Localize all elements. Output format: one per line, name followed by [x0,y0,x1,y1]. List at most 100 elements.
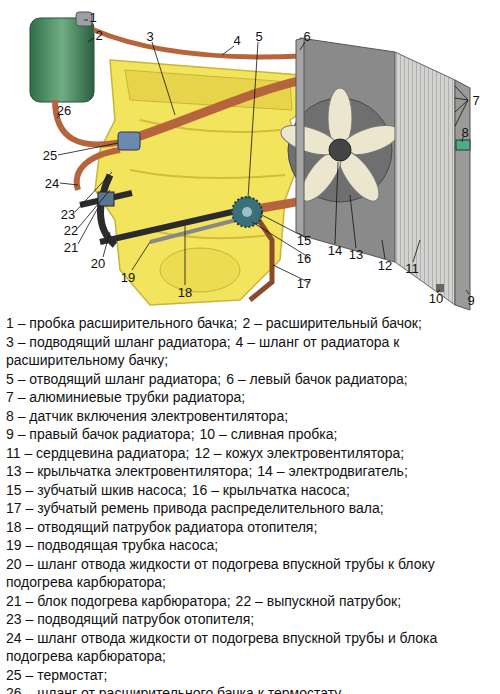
key-entry: 13 – крыльчатка электровентилятора; [6,463,252,479]
key-entry: 18 – отводящий патрубок радиатора отопит… [6,519,317,535]
callout-number: 7 [472,94,479,107]
callout-number: 9 [467,294,474,307]
leader-lines [57,20,469,294]
callout-number: 15 [297,234,311,247]
leader-line [382,240,385,259]
key-entry: 5 – отводящий шланг радиатора; [6,371,221,387]
callout-number: 4 [233,34,240,47]
hose [94,30,302,57]
key-row: 17 – зубчатый ремень привода распределит… [6,499,496,518]
leader-line [248,42,258,198]
key-entry: 24 – шланг отвода жидкости от подогрева … [6,630,437,665]
engine-detail [160,248,240,292]
key-row: 20 – шланг отвода жидкости от подогрева … [6,555,496,592]
key-row: 7 – алюминиевые трубки радиатора; [6,388,496,407]
key-entry: 14 – электродвигатель; [257,463,408,479]
leader-line [185,226,186,285]
leader-line [75,172,112,212]
callout-number: 21 [64,241,78,254]
leader-line [60,183,78,185]
leader-line [88,38,94,42]
hose [128,80,302,140]
callout-number: 12 [378,259,392,272]
key-row: 25 – термостат; [6,666,496,685]
key-row: 13 – крыльчатка электровентилятора; 14 – … [6,462,496,481]
callout-number: 17 [297,277,311,290]
radiator-core [395,52,455,305]
hose [100,175,115,245]
key-row: 23 – подводящий патрубок отопителя; [6,610,496,629]
key-row: 5 – отводящий шланг радиатора; 6 – левый … [6,370,496,389]
callout-number: 8 [461,126,468,139]
leader-line [455,98,468,100]
key-entry: 7 – алюминиевые трубки радиатора; [6,389,245,405]
key-entry: 6 – левый бачок радиатора; [226,371,407,387]
hose [55,100,122,145]
key-entry: 15 – зубчатый шкив насоса; [6,482,187,498]
leader-line [152,42,175,115]
leader-line [455,100,468,112]
key-row: 21 – блок подогрева карбюратора; 22 – вып… [6,592,496,611]
callout-number: 5 [255,30,262,43]
callout-number: 22 [64,224,78,237]
key-entry: 8 – датчик включения электровентилятора; [6,408,288,424]
callout-number: 26 [57,104,71,117]
pipe [150,220,236,242]
fan-motor [329,139,351,161]
key-entry: 20 – шланг отвода жидкости от подогрева … [6,556,435,591]
leader-line [335,162,338,244]
callout-number: 6 [303,30,310,43]
callout-number: 3 [146,30,153,43]
key-entry: 21 – блок подогрева карбюратора; [6,593,231,609]
key-row: 11 – сердцевина радиатора; 12 – кожух эле… [6,444,496,463]
hose [77,150,120,190]
callout-number: 13 [349,248,363,261]
pump-pulley [232,197,262,227]
radiator-right-tank [455,80,470,310]
key-entry: 16 – крыльчатка насоса; [192,482,350,498]
radiator-left-tank [296,38,304,236]
callout-number: 10 [429,292,443,305]
key-entry: 10 – сливная пробка; [200,426,338,442]
callout-number: 11 [405,262,419,275]
pump-hub [242,207,252,217]
key-row: 26 – шланг от расширительного бачка к те… [6,684,496,694]
leader-line [222,46,234,55]
key-entry: 1 – пробка расширительного бачка; [6,315,237,331]
key-entry: 12 – кожух электровентилятора; [194,445,404,461]
key-row: 24 – шланг отвода жидкости от подогрева … [6,629,496,666]
callout-number: 24 [45,177,59,190]
cooling-system-illustration [0,0,500,312]
key-entry: 26 – шланг от расширительного бачка к те… [6,685,341,694]
callout-number: 18 [178,286,192,299]
callout-number: 14 [328,244,342,257]
key-row: 1 – пробка расширительного бачка; 2 – рас… [6,314,496,333]
leader-line [103,232,110,257]
leader-line [455,86,468,100]
key-row: 18 – отводящий патрубок радиатора отопит… [6,518,496,537]
key-row: 3 – подводящий шланг радиатора;4 – шланг… [6,333,496,370]
leader-line [58,143,118,155]
fan-switch-sensor [456,140,470,150]
leader-line [78,190,110,228]
carburetor-heater [98,192,114,206]
leader-line [84,20,88,21]
callout-number: 23 [61,208,75,221]
leader-line [413,240,420,262]
parts-key: 1 – пробка расширительного бачка; 2 – рас… [6,314,496,694]
key-entry: 25 – термостат; [6,667,107,683]
key-entry: 2 – расширительный бачок; [242,315,421,331]
leader-line [132,242,150,270]
key-entry: 23 – подводящий патрубок отопителя; [6,611,254,627]
callout-number: 25 [43,149,57,162]
leader-line [350,195,356,248]
key-row: 19 – подводящая трубка насоса; [6,536,496,555]
key-row: 15 – зубчатый шкив насоса; 16 – крыльчатк… [6,481,496,500]
key-entry: 22 – выпускной патрубок; [236,593,402,609]
callout-number: 16 [297,252,311,265]
callout-number: 2 [95,29,102,42]
key-row: 8 – датчик включения электровентилятора; [6,407,496,426]
key-entry: 11 – сердцевина радиатора; [6,445,189,461]
engine-block [95,60,305,305]
